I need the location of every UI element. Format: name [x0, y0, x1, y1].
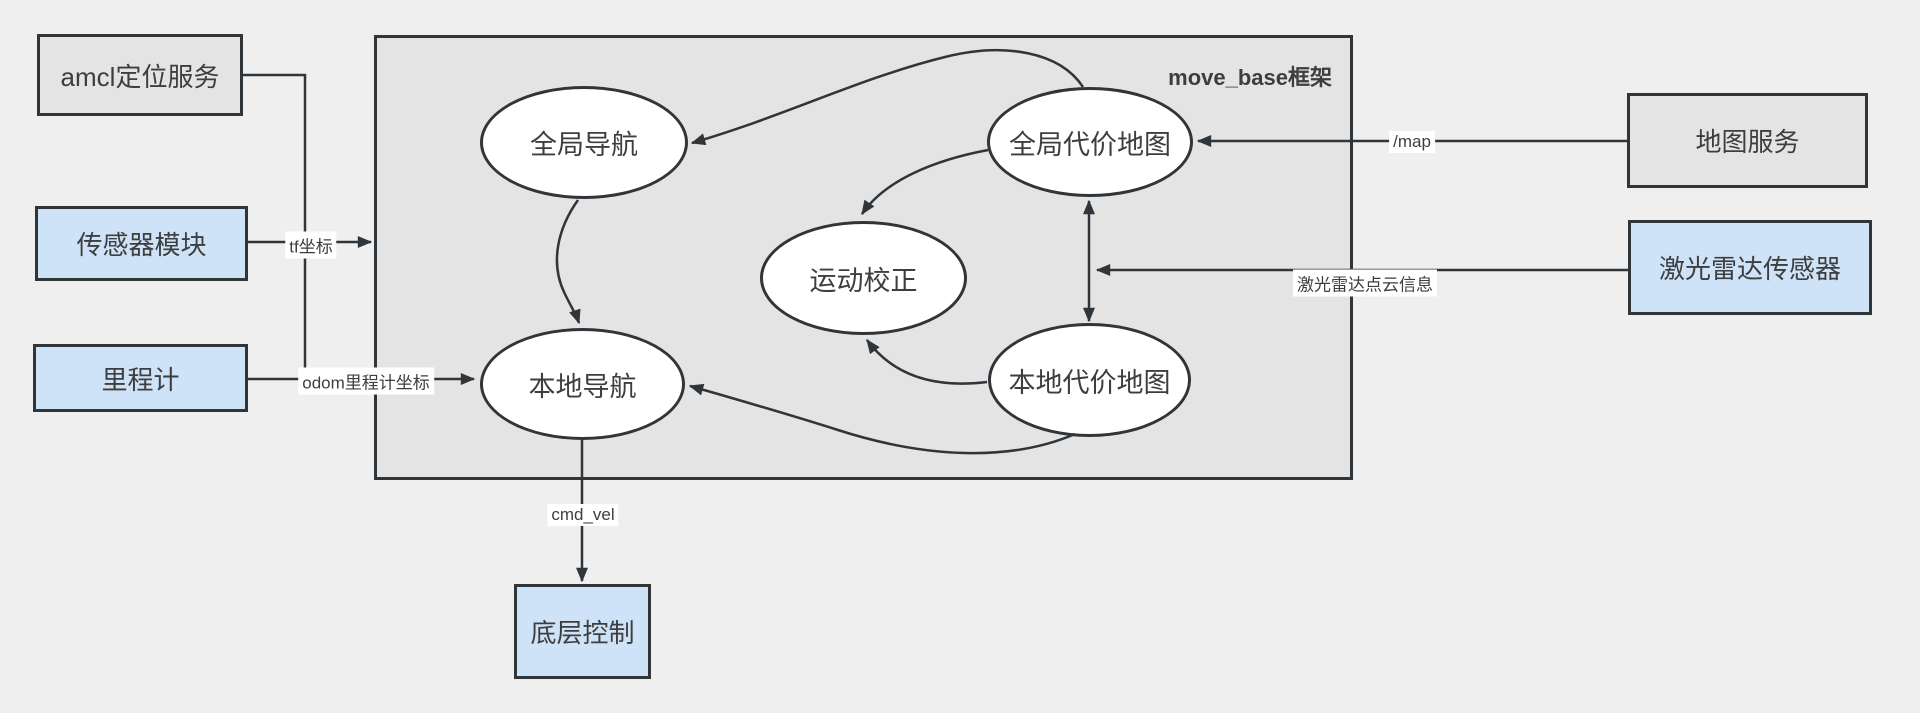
node-label: 运动校正	[809, 265, 918, 296]
node-base-control: 底层控制	[514, 584, 651, 679]
node-label: amcl定位服务	[60, 61, 220, 92]
edge-label-cmd-vel: cmd_vel	[547, 504, 619, 526]
node-map-service: 地图服务	[1627, 93, 1868, 188]
edge-label-tf: tf坐标	[285, 231, 337, 259]
node-label: 本地导航	[528, 371, 637, 402]
node-label: 地图服务	[1695, 127, 1800, 157]
node-local-costmap: 本地代价地图	[988, 323, 1191, 437]
node-label: 本地代价地图	[1008, 367, 1171, 398]
node-label: 里程计	[101, 364, 180, 395]
node-label: 激光雷达传感器	[1658, 254, 1841, 284]
node-sensor-module: 传感器模块	[35, 206, 248, 281]
node-label: 全局代价地图	[1009, 129, 1171, 160]
node-global-navigation: 全局导航	[480, 86, 688, 199]
edge-label-map-topic: /map	[1389, 131, 1435, 153]
node-label: 底层控制	[530, 618, 635, 648]
node-label: 全局导航	[530, 130, 638, 160]
node-amcl-localization: amcl定位服务	[37, 34, 243, 116]
node-local-navigation: 本地导航	[480, 328, 685, 440]
node-motion-correction: 运动校正	[760, 221, 967, 335]
frame-title: move_base框架	[1168, 65, 1332, 90]
node-odometer: 里程计	[33, 344, 248, 412]
connector-amcl-to-odom-line	[243, 73, 307, 379]
node-global-costmap: 全局代价地图	[987, 87, 1193, 197]
node-label: 传感器模块	[76, 230, 207, 260]
node-lidar-sensor: 激光雷达传感器	[1628, 220, 1872, 315]
